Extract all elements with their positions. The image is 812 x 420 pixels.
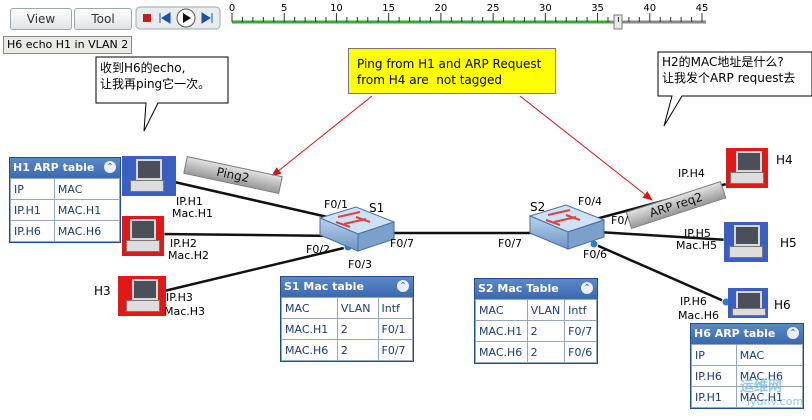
host-h4-icon[interactable] bbox=[726, 148, 768, 188]
stop-icon bbox=[143, 14, 151, 22]
h6-ip: IP.H6 bbox=[680, 295, 707, 308]
label-h6: H6 bbox=[774, 298, 791, 312]
link-h3-s1 bbox=[159, 245, 349, 294]
label-h4: H4 bbox=[776, 153, 793, 167]
h6-mac: Mac.H6 bbox=[678, 309, 720, 322]
port-s1-f02: F0/2 bbox=[306, 243, 331, 256]
bubble-left-text: 收到H6的echo, 让我再ping它一次。 bbox=[100, 61, 211, 91]
timeline-tick-label: 45 bbox=[696, 3, 709, 14]
timeline-tick-label: 30 bbox=[539, 3, 552, 14]
link-s2-h6 bbox=[593, 242, 727, 304]
link-s2-h5 bbox=[597, 230, 729, 242]
bubble-right-text: H2的MAC地址是什么? 让我发个ARP request去 bbox=[662, 55, 796, 85]
link-h1-s1 bbox=[169, 179, 346, 223]
watermark-url: iyunv.com bbox=[747, 395, 804, 408]
switch-s2-icon[interactable] bbox=[528, 204, 606, 250]
collapse-icon[interactable]: ⌃ bbox=[397, 280, 409, 292]
label-s2: S2 bbox=[530, 200, 546, 214]
port-s2-f06: F0/6 bbox=[583, 248, 608, 261]
table-title: S2 Mac Table bbox=[478, 282, 559, 295]
timeline-tick-label: 10 bbox=[330, 3, 343, 14]
status-caption: H6 echo H1 in VLAN 2 bbox=[3, 36, 133, 54]
port-s2-f07: F0/7 bbox=[498, 237, 523, 250]
port-s1-f03: F0/3 bbox=[348, 258, 373, 271]
annotation-note: Ping from H1 and ARP Request from H4 are… bbox=[348, 48, 556, 94]
timeline-tick-label: 40 bbox=[643, 3, 656, 14]
h5-mac: Mac.H5 bbox=[676, 239, 718, 252]
h3-mac: Mac.H3 bbox=[164, 305, 206, 318]
arrow-to-ping bbox=[271, 95, 373, 177]
link-h2-s1 bbox=[159, 232, 341, 238]
prev-icon bbox=[159, 12, 171, 24]
timeline-tick-label: 0 bbox=[229, 3, 235, 14]
arrow-to-arp bbox=[519, 95, 653, 201]
h5-ip: IP.H5 bbox=[684, 227, 711, 240]
h3-ip: IP.H3 bbox=[166, 291, 193, 304]
host-h6-icon[interactable] bbox=[728, 288, 768, 318]
port-s1-f07: F0/7 bbox=[390, 237, 415, 250]
host-h3-icon[interactable] bbox=[118, 276, 166, 316]
table-title: H6 ARP table bbox=[694, 327, 776, 340]
speech-bubble-left bbox=[95, 56, 229, 132]
switch-s1-icon[interactable] bbox=[318, 206, 396, 252]
h1-mac: Mac.H1 bbox=[172, 207, 214, 220]
links bbox=[159, 179, 731, 304]
label-h5: H5 bbox=[780, 236, 797, 250]
h4-ip: IP.H4 bbox=[678, 167, 705, 180]
timeline-tick-label: 5 bbox=[281, 3, 287, 14]
timeline-tick-label: 20 bbox=[435, 3, 448, 14]
next-icon bbox=[201, 12, 213, 24]
host-h1-icon[interactable] bbox=[122, 156, 176, 196]
collapse-icon[interactable]: ⌃ bbox=[104, 161, 116, 173]
timeline-ticks: 0 5 10 15 20 25 30 35 40 45 bbox=[229, 3, 709, 22]
port-s2-f04: F0/4 bbox=[578, 195, 603, 208]
player-controls bbox=[135, 6, 221, 30]
timeline[interactable]: 0 5 10 15 20 25 30 35 40 45 bbox=[229, 3, 709, 30]
view-menu-button[interactable]: View bbox=[10, 8, 72, 30]
host-h5-icon[interactable] bbox=[724, 222, 768, 262]
port-s2-f0x: F0/ bbox=[611, 214, 629, 227]
h2-mac: Mac.H2 bbox=[168, 249, 210, 262]
label-s1: S1 bbox=[369, 201, 385, 215]
host-h2-icon[interactable] bbox=[122, 216, 164, 256]
table-title: H1 ARP table bbox=[13, 161, 95, 174]
timeline-tick-label: 15 bbox=[382, 3, 395, 14]
h1-ip: IP.H1 bbox=[176, 195, 203, 208]
watermark-logo: 运维网 bbox=[740, 379, 782, 395]
port-s1-f01: F0/1 bbox=[324, 198, 349, 211]
timeline-tick-label: 25 bbox=[487, 3, 500, 14]
speech-bubble-right bbox=[657, 51, 812, 127]
label-h3: H3 bbox=[94, 284, 111, 298]
collapse-icon[interactable]: ⌃ bbox=[787, 327, 799, 339]
table-title: S1 Mac table bbox=[284, 280, 364, 293]
collapse-icon[interactable]: ⌃ bbox=[581, 282, 593, 294]
h2-ip: IP.H2 bbox=[170, 237, 197, 250]
tool-menu-button[interactable]: Tool bbox=[74, 8, 132, 30]
timeline-tick-label: 35 bbox=[591, 3, 604, 14]
